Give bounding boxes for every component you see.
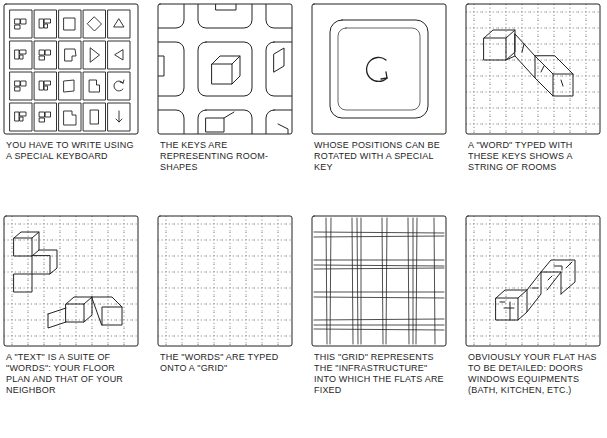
detailed-flat-sketch	[466, 216, 600, 346]
keyboard-sketch	[4, 4, 138, 134]
panel-caption: WHOSE POSITIONS CAN BE ROTATED WITH A SP…	[314, 140, 448, 173]
panel-caption: A "TEXT" IS A SUITE OF "WORDS": YOUR FLO…	[6, 352, 140, 396]
panel-caption: YOU HAVE TO WRITE USING A SPECIAL KEYBOA…	[6, 140, 140, 162]
rotate-key-sketch	[312, 4, 446, 134]
panel-caption: THE KEYS ARE REPRESENTING ROOM-SHAPES	[160, 140, 294, 173]
panel-caption: OBVIOUSLY YOUR FLAT HAS TO BE DETAILED: …	[468, 352, 602, 396]
panel-caption: THE "WORDS" ARE TYPED ONTO A "GRID"	[160, 352, 294, 374]
grid-sketch	[158, 216, 292, 346]
panel-caption: THIS "GRID" REPRESENTS THE "INFRASTRUCTU…	[314, 352, 448, 396]
infrastructure-sketch	[312, 216, 446, 346]
panel-caption: A "WORD" TYPED WITH THESE KEYS SHOWS A S…	[468, 140, 602, 173]
text-sketch	[4, 216, 138, 346]
word-sketch	[466, 4, 600, 134]
room-key-sketch	[128, 0, 322, 164]
